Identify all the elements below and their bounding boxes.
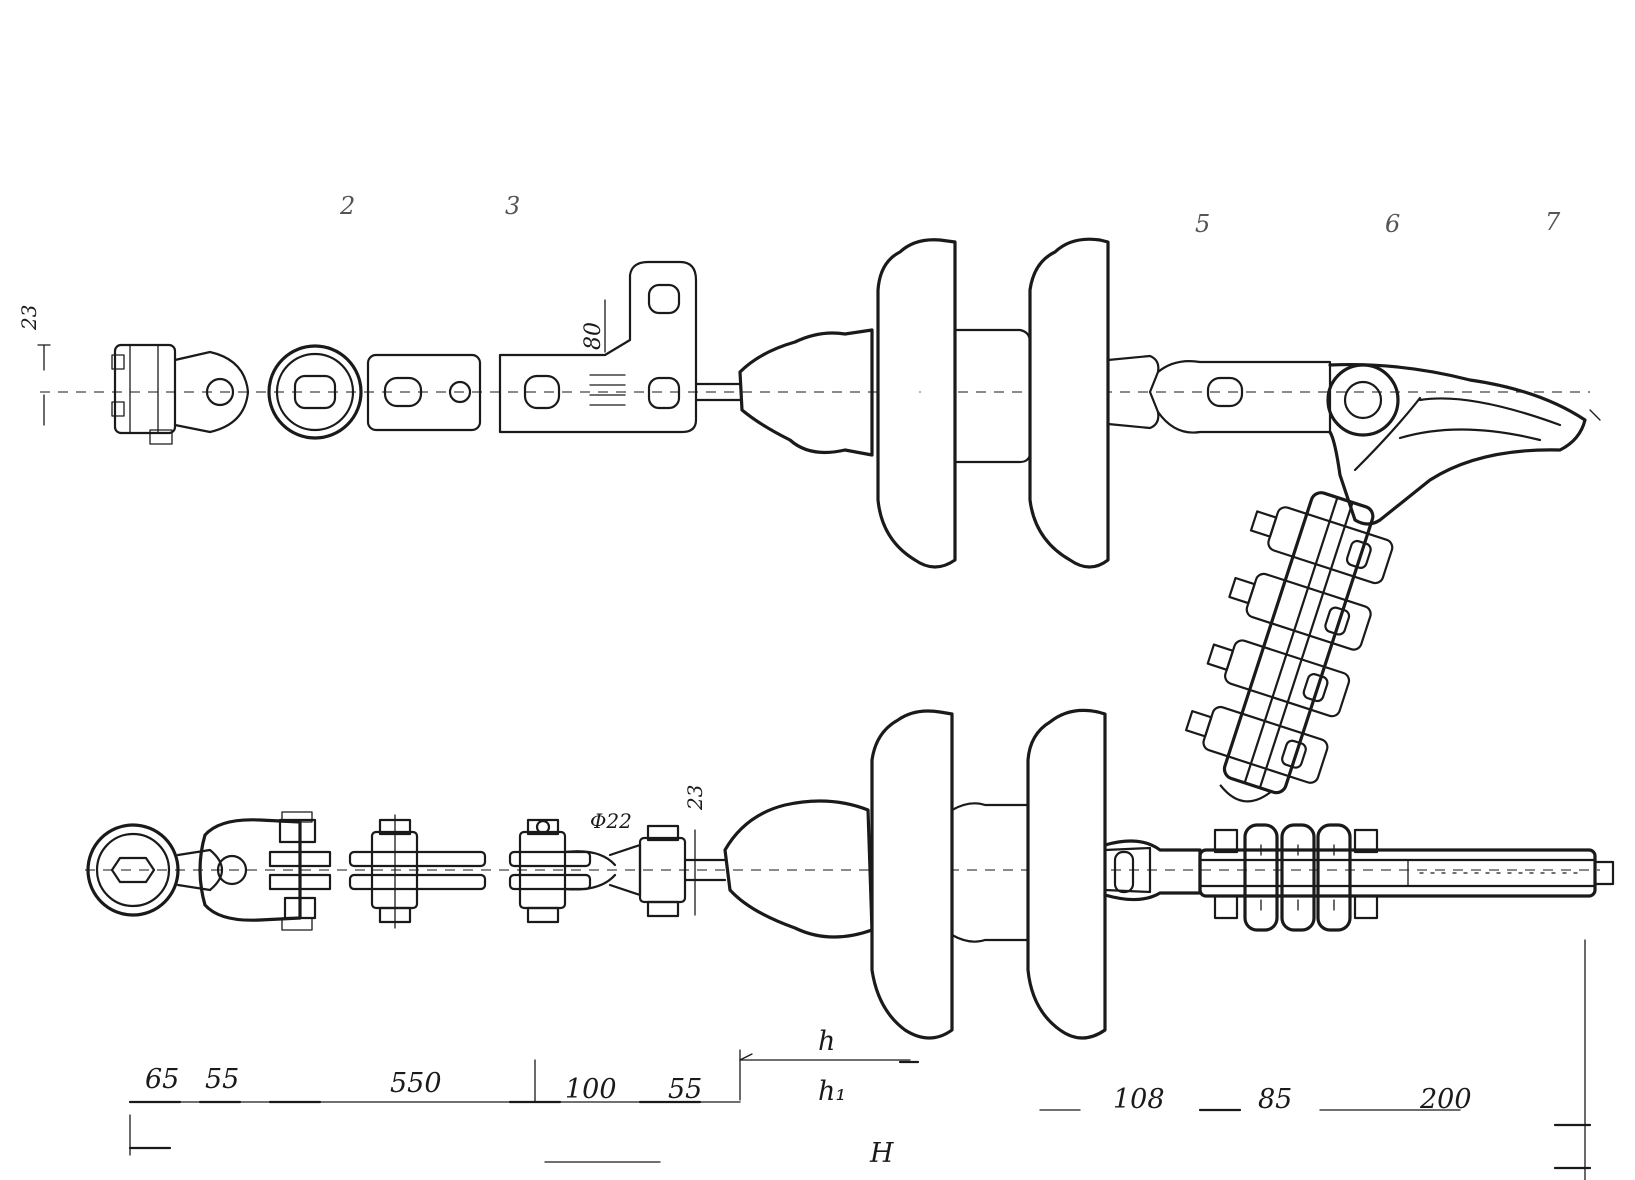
top-assembly: 23	[17, 237, 1601, 803]
dim-55-right: 55	[668, 1074, 702, 1105]
dim-55-left: 55	[205, 1064, 239, 1095]
top-height-dim: 23	[17, 305, 41, 331]
callout-5: 5	[1195, 210, 1210, 238]
bottom-assembly: Φ22 23	[85, 708, 1615, 1040]
dim-100: 100	[565, 1074, 617, 1105]
bottom-insulator-cap	[723, 799, 874, 939]
top-clamp-leg	[1184, 491, 1394, 803]
bottom-wedge-clamp	[1198, 823, 1615, 932]
bottom-height-dim: 23	[683, 785, 707, 811]
dim-108: 108	[1113, 1084, 1165, 1115]
dimension-lines: h 65 55 550 100 55 h₁ 108 85 200 H	[128, 939, 1592, 1180]
top-extension-link	[366, 353, 482, 432]
bottom-link-plates	[348, 814, 487, 929]
top-socket-tongue	[1106, 354, 1332, 434]
top-insulator-cap	[738, 328, 874, 457]
top-clamp-bolt-1	[1249, 506, 1394, 585]
dim-85: 85	[1258, 1084, 1292, 1115]
top-clevis-fitting	[111, 343, 250, 445]
bottom-clevis: Φ22 23	[590, 785, 727, 918]
top-clamp-bolt-2	[1228, 572, 1372, 651]
dim-550: 550	[390, 1068, 442, 1099]
callout-2: 2	[339, 192, 355, 220]
callout-7: 7	[1545, 208, 1561, 236]
bottom-insulator-disc-2	[1026, 708, 1107, 1040]
bottom-eye	[86, 823, 224, 917]
top-adjusting-plate: 80	[498, 260, 698, 434]
top-insulator-disc-1	[876, 238, 957, 569]
dim-h: h	[818, 1026, 835, 1057]
bottom-insulator-disc-1	[870, 709, 954, 1040]
top-clamp-bolt-4	[1184, 705, 1329, 784]
top-slot-dim: 80	[581, 322, 606, 350]
dim-65: 65	[145, 1064, 179, 1095]
dim-200: 200	[1419, 1084, 1472, 1115]
top-tension-clamp	[1326, 362, 1601, 526]
top-eye-link	[267, 344, 363, 440]
bottom-link-plates-2	[508, 818, 617, 924]
top-clamp-bolt-3	[1206, 639, 1351, 718]
top-insulator-disc-2	[1028, 237, 1110, 569]
dim-H: H	[869, 1138, 894, 1169]
dim-h1: h₁	[818, 1076, 846, 1107]
callout-3: 3	[505, 192, 520, 220]
callout-6: 6	[1385, 210, 1400, 238]
bottom-pin-dim: Φ22	[590, 809, 632, 833]
bottom-shackle	[198, 811, 332, 931]
